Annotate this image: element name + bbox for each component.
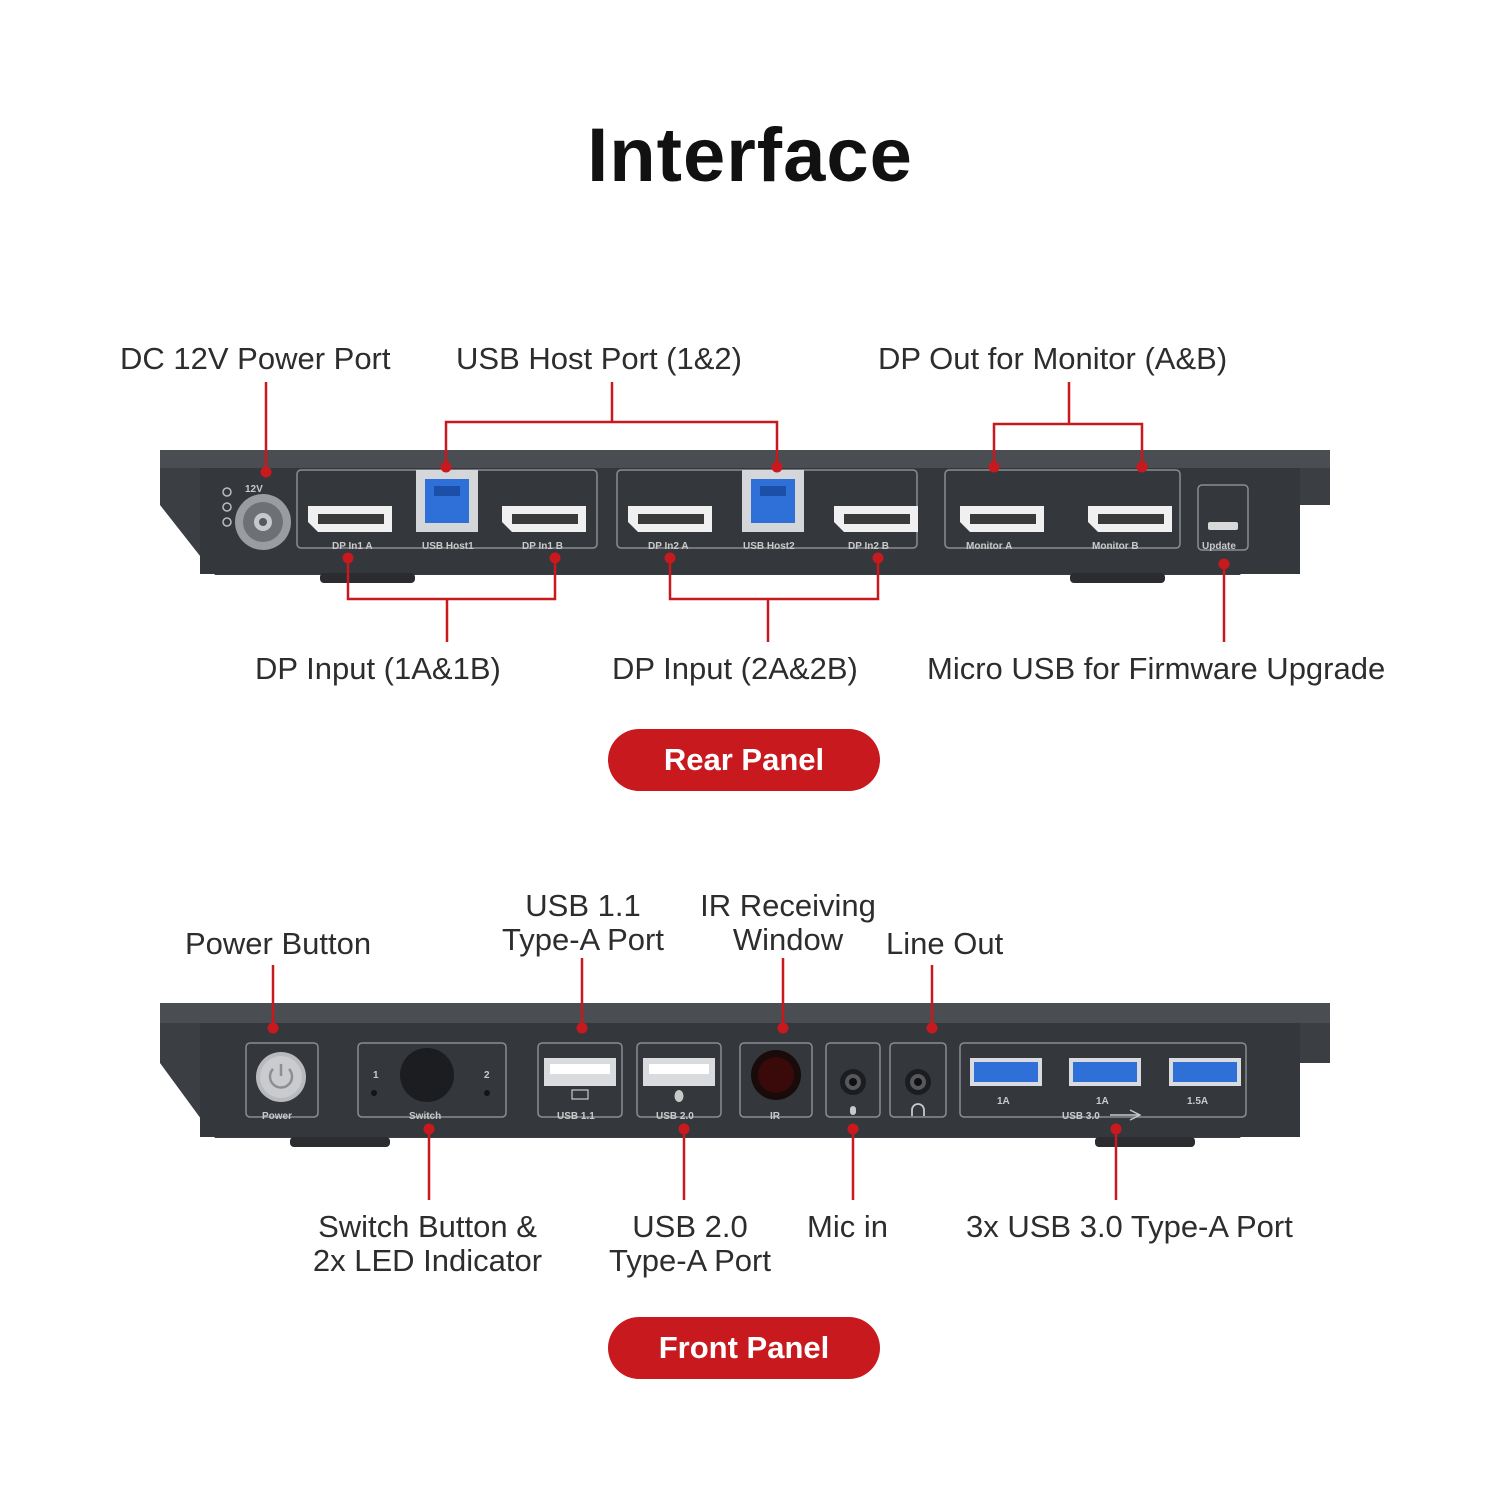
callout-usb20-line2: Type-A Port [609,1243,771,1278]
label-usb11: USB 1.1 [557,1111,595,1122]
callout-usb20-line1: USB 2.0 [632,1209,748,1244]
front-panel-diagram: Power 1 2 Switch USB 1.1 USB 2.0 IR [160,958,1330,1200]
callout-switch-button: Switch Button & 2x LED Indicator [300,1210,555,1278]
rear-leader-dots [260,461,1230,570]
led-label-2: 2 [484,1070,490,1081]
micro-usb-port [1208,522,1238,530]
page-title: Interface [587,113,913,198]
label-ir: IR [770,1111,781,1122]
label-update: Update [1202,541,1236,552]
dp-port-in1a [308,506,392,532]
front-panel-badge: Front Panel [608,1317,880,1379]
callout-dp-input-1: DP Input (1A&1B) [255,651,501,686]
label-dp-in2b: DP In2 B [848,541,889,552]
callout-switch-line2: 2x LED Indicator [312,1243,543,1278]
label-usb20: USB 2.0 [656,1111,694,1122]
usb30-port-1 [970,1058,1042,1086]
label-dp-in1b: DP In1 B [522,541,563,552]
dp-port-in2a [628,506,712,532]
power-polarity-icon [222,487,232,527]
label-switch: Switch [409,1111,441,1122]
dc-power-jack: 12V [235,484,291,550]
power-voltage-label: 12V [245,484,263,495]
usb-host1-port [416,470,478,532]
callout-dp-out: DP Out for Monitor (A&B) [878,341,1228,376]
callout-usb11-line1: USB 1.1 [525,888,641,923]
switch-button-graphic [357,1042,507,1118]
usb11-port [537,1042,623,1118]
ir-window [739,1042,813,1118]
front-device-body [160,1003,1330,1147]
usb30-port-2 [1069,1058,1141,1086]
dp-port-in1b [502,506,586,532]
callout-usb11-line2: Type-A Port [502,922,664,957]
rear-panel-badge: Rear Panel [608,729,880,791]
callout-usb20: USB 2.0 Type-A Port [600,1210,780,1278]
label-dp-in1a: DP In1 A [332,541,373,552]
usb-superspeed-icon [1110,1109,1142,1121]
label-amp-3: 1.5A [1187,1096,1208,1107]
callout-micro-usb: Micro USB for Firmware Upgrade [927,651,1386,686]
front-leader-lines [271,958,1118,1200]
usb30-port-3 [1169,1058,1241,1086]
callout-power-button: Power Button [185,926,372,961]
label-usb-host2: USB Host2 [743,541,795,552]
callout-usb-host: USB Host Port (1&2) [456,341,742,376]
label-usb-host1: USB Host1 [422,541,474,552]
led-indicators [371,1090,490,1096]
callout-usb11: USB 1.1 Type-A Port [493,889,673,957]
front-leader-dots [267,1022,1122,1135]
dp-port-monitor-b [1088,506,1172,532]
line-out-jack [889,1042,947,1118]
label-monitor-a: Monitor A [966,541,1012,552]
mic-jack [825,1042,881,1118]
label-power: Power [262,1111,292,1122]
usb30-group [959,1042,1247,1118]
label-amp-2: 1A [1096,1096,1109,1107]
callout-mic-in: Mic in [807,1209,888,1244]
callout-ir-window: IR Receiving Window [693,889,883,957]
label-monitor-b: Monitor B [1092,541,1139,552]
usb20-port [636,1042,722,1118]
led-label-1: 1 [373,1070,379,1081]
label-dp-in2a: DP In2 A [648,541,689,552]
callout-ir-line2: Window [732,922,844,957]
callout-line-out: Line Out [886,926,1004,961]
keyboard-icon [571,1089,589,1100]
callout-switch-line1: Switch Button & [318,1209,537,1244]
label-usb30: USB 3.0 [1062,1111,1100,1122]
headphone-icon [911,1103,925,1116]
callout-ir-line1: IR Receiving [700,888,876,923]
dp-port-in2b [834,506,918,532]
callout-usb30: 3x USB 3.0 Type-A Port [966,1209,1293,1244]
power-icon [268,1064,294,1089]
label-amp-1: 1A [997,1096,1010,1107]
callout-dc-power: DC 12V Power Port [120,341,391,376]
dp-port-monitor-a [960,506,1044,532]
callout-dp-input-2: DP Input (2A&2B) [612,651,858,686]
rear-leader-lines [264,382,1226,642]
usb-host2-port [742,470,804,532]
power-button-graphic [245,1042,319,1118]
rear-panel-diagram: 12V DP In1 A USB Host1 DP In1 B DP In2 A… [160,382,1330,642]
mouse-icon [674,1090,684,1102]
microphone-icon [850,1106,856,1115]
